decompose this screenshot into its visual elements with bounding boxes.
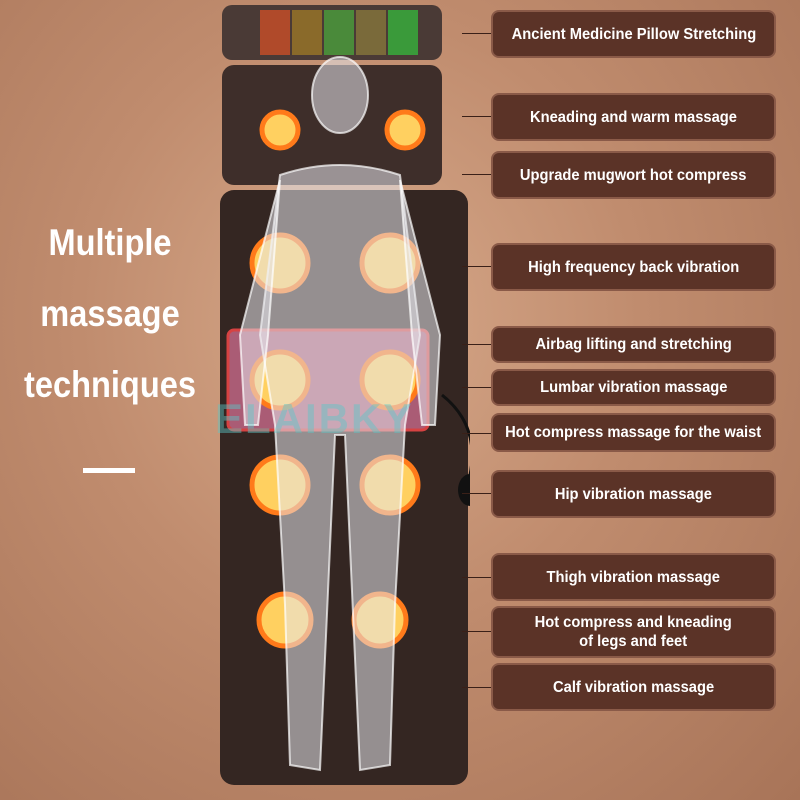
human-figure: [238, 56, 442, 772]
headline-line-1: Multiple: [48, 222, 172, 263]
label-back-vibration: High frequency back vibration: [491, 243, 776, 291]
label-kneading: Kneading and warm massage: [491, 93, 776, 141]
headline-line-2: massage: [40, 293, 180, 334]
label-calf: Calf vibration massage: [491, 663, 776, 711]
herb-pillow: [260, 10, 418, 55]
label-waist-compress: Hot compress massage for the waist: [491, 413, 776, 452]
label-mugwort: Upgrade mugwort hot compress: [491, 151, 776, 199]
watermark-logo: ELAIBKY: [215, 395, 414, 442]
label-hip: Hip vibration massage: [491, 470, 776, 518]
label-lumbar: Lumbar vibration massage: [491, 369, 776, 406]
label-airbag: Airbag lifting and stretching: [491, 326, 776, 363]
label-pillow-stretching: Ancient Medicine Pillow Stretching: [491, 10, 776, 58]
divider: [83, 468, 135, 473]
headline-line-3: techniques: [24, 364, 196, 405]
label-thigh: Thigh vibration massage: [491, 553, 776, 601]
label-legs-feet: Hot compress and kneading of legs and fe…: [491, 606, 776, 658]
massage-mat-illustration: [220, 5, 470, 785]
